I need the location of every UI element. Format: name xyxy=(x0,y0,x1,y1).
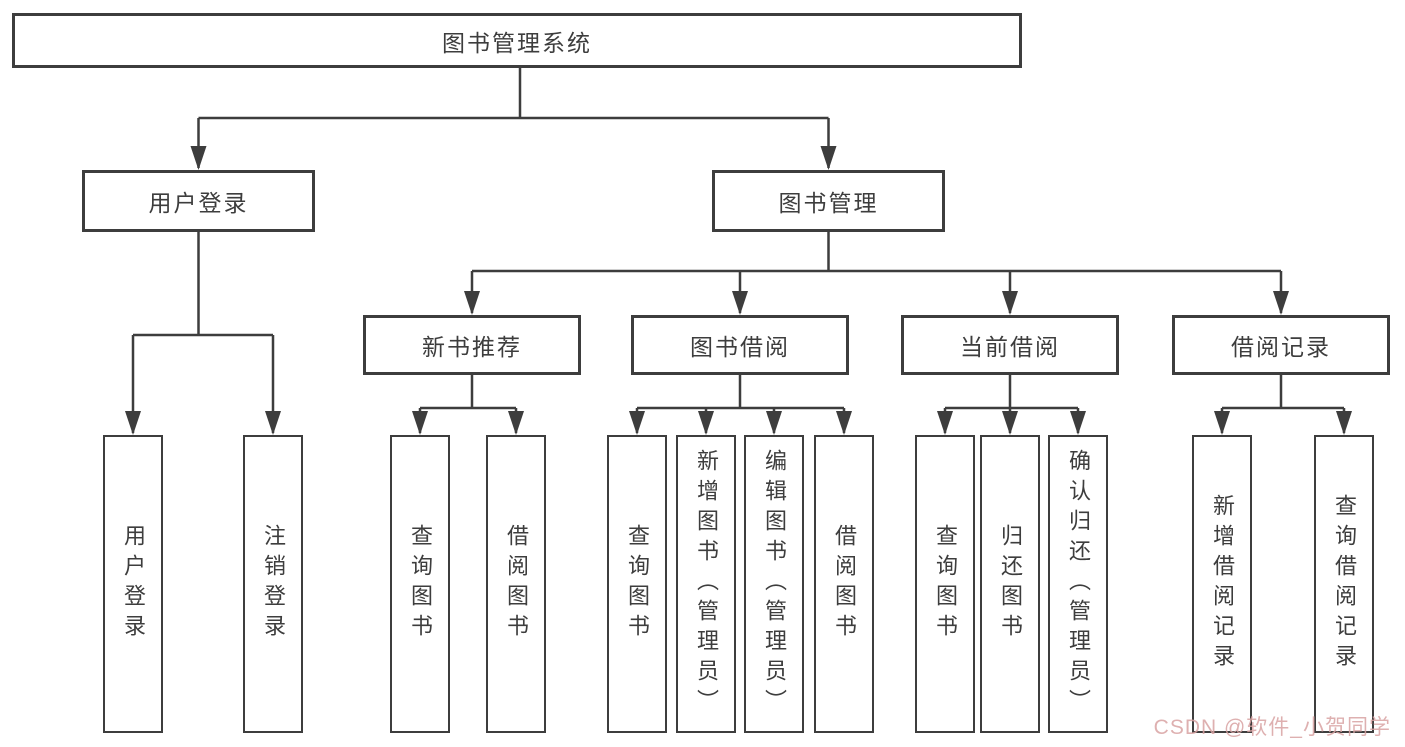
leaf-edit-books-admin: 编辑图书（管理员） xyxy=(744,435,804,733)
leaf-label: 查询图书 xyxy=(408,524,433,644)
leaf-label: 新增借阅记录 xyxy=(1210,494,1235,674)
leaf-user-login: 用户登录 xyxy=(103,435,163,733)
group-label: 当前借阅 xyxy=(960,334,1060,360)
leaf-return-books: 归还图书 xyxy=(980,435,1040,733)
node-user-login-label: 用户登录 xyxy=(148,190,249,216)
leaf-query-books-1: 查询图书 xyxy=(390,435,450,733)
leaf-label: 注销登录 xyxy=(261,524,286,644)
leaf-label: 查询图书 xyxy=(625,524,650,644)
leaf-confirm-return-admin: 确认归还（管理员） xyxy=(1048,435,1108,733)
leaf-query-books-2: 查询图书 xyxy=(607,435,667,733)
leaf-label: 查询借阅记录 xyxy=(1332,494,1357,674)
leaf-add-borrow-record: 新增借阅记录 xyxy=(1192,435,1252,733)
node-root: 图书管理系统 xyxy=(12,13,1022,68)
leaf-label: 查询图书 xyxy=(933,524,958,644)
leaf-borrow-books-2: 借阅图书 xyxy=(814,435,874,733)
node-root-label: 图书管理系统 xyxy=(442,29,592,56)
leaf-label: 用户登录 xyxy=(121,524,146,644)
leaf-label: 归还图书 xyxy=(998,524,1023,644)
group-label: 图书借阅 xyxy=(690,334,790,360)
leaf-label: 借阅图书 xyxy=(832,524,857,644)
leaf-query-books-3: 查询图书 xyxy=(915,435,975,733)
leaf-label: 新增图书（管理员） xyxy=(694,449,719,719)
node-book-management-label: 图书管理 xyxy=(778,190,879,216)
node-group-current-borrow: 当前借阅 xyxy=(901,315,1119,375)
leaf-logout: 注销登录 xyxy=(243,435,303,733)
leaf-label: 借阅图书 xyxy=(504,524,529,644)
group-label: 借阅记录 xyxy=(1231,334,1331,360)
node-group-new-book-recommend: 新书推荐 xyxy=(363,315,581,375)
leaf-label: 编辑图书（管理员） xyxy=(762,449,787,719)
leaf-query-borrow-record: 查询借阅记录 xyxy=(1314,435,1374,733)
leaf-add-books-admin: 新增图书（管理员） xyxy=(676,435,736,733)
leaf-label: 确认归还（管理员） xyxy=(1066,449,1091,719)
node-book-management: 图书管理 xyxy=(712,170,945,232)
group-label: 新书推荐 xyxy=(422,334,522,360)
leaf-borrow-books-1: 借阅图书 xyxy=(486,435,546,733)
node-user-login: 用户登录 xyxy=(82,170,315,232)
arrowheads xyxy=(125,146,1352,435)
node-group-book-borrow: 图书借阅 xyxy=(631,315,849,375)
node-group-borrow-records: 借阅记录 xyxy=(1172,315,1390,375)
